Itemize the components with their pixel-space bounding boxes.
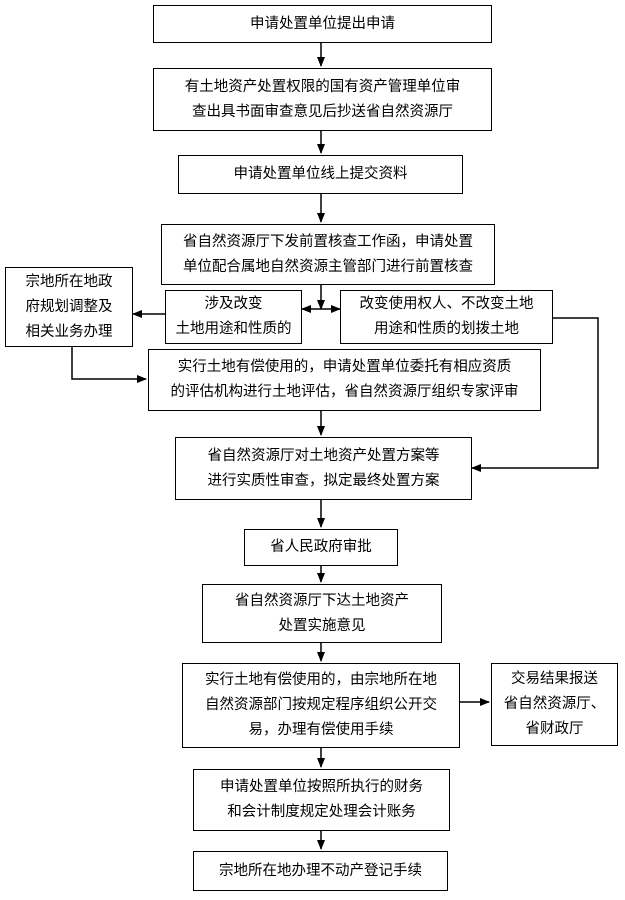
step-substantive-review-text: 省自然资源厅对土地资产处置方案等 进行实质性审查，拟定最终处置方案 bbox=[207, 447, 440, 489]
step-substantive-review: 省自然资源厅对土地资产处置方案等 进行实质性审查，拟定最终处置方案 bbox=[175, 437, 472, 500]
step-pre-verification: 省自然资源厅下发前置核查工作函，申请处置 单位配合属地自然资源主管部门进行前置核… bbox=[161, 224, 495, 285]
step-apply: 申请处置单位提出申请 bbox=[153, 5, 492, 43]
arrow-nochange-to-s6 bbox=[471, 317, 599, 472]
step-apply-text: 申请处置单位提出申请 bbox=[250, 15, 395, 32]
step-land-appraisal: 实行土地有偿使用的，申请处置单位委托有相应资质 的评估机构进行土地评估，省自然资… bbox=[148, 349, 541, 411]
step-accounting-text: 申请处置单位按照所执行的财务 和会计制度规定处理会计账务 bbox=[220, 779, 423, 820]
side-planning-adjustment: 宗地所在地政 府规划调整及 相关业务办理 bbox=[5, 267, 133, 347]
step-submit-online-text: 申请处置单位线上提交资料 bbox=[233, 166, 408, 182]
step-registration: 宗地所在地办理不动产登记手续 bbox=[193, 851, 448, 891]
side-planning-adjustment-text: 宗地所在地政 府规划调整及 相关业务办理 bbox=[25, 273, 113, 340]
branch-no-change-use-text: 改变使用权人、不改变土地 用途和性质的划拨土地 bbox=[359, 296, 534, 337]
branch-no-change-use: 改变使用权人、不改变土地 用途和性质的划拨土地 bbox=[340, 290, 553, 344]
step-public-transaction-text: 实行土地有偿使用的，由宗地所在地 自然资源部门按规定程序组织公开交 易，办理有偿… bbox=[205, 672, 437, 738]
step-accounting: 申请处置单位按照所执行的财务 和会计制度规定处理会计账务 bbox=[193, 769, 450, 831]
step-provincial-approval-text: 省人民政府审批 bbox=[270, 539, 372, 555]
step-registration-text: 宗地所在地办理不动产登记手续 bbox=[219, 862, 422, 879]
step-review-opinion: 有土地资产处置权限的国有资产管理单位审 查出具书面审查意见后抄送省自然资源厅 bbox=[153, 68, 492, 131]
step-pre-verification-text: 省自然资源厅下发前置核查工作函，申请处置 单位配合属地自然资源主管部门进行前置核… bbox=[183, 233, 473, 275]
branch-change-use-text: 涉及改变 土地用途和性质的 bbox=[175, 296, 292, 337]
arrow-left-side-to-s5 bbox=[71, 347, 147, 383]
step-provincial-approval: 省人民政府审批 bbox=[244, 529, 398, 566]
step-implementation-opinion: 省自然资源厅下达土地资产 处置实施意见 bbox=[202, 584, 442, 643]
side-report-results-text: 交易结果报送 省自然资源厅、 省财政厅 bbox=[503, 671, 606, 737]
step-public-transaction: 实行土地有偿使用的，由宗地所在地 自然资源部门按规定程序组织公开交 易，办理有偿… bbox=[182, 663, 460, 748]
step-review-opinion-text: 有土地资产处置权限的国有资产管理单位审 查出具书面审查意见后抄送省自然资源厅 bbox=[184, 78, 461, 120]
step-submit-online: 申请处置单位线上提交资料 bbox=[178, 155, 463, 194]
step-land-appraisal-text: 实行土地有偿使用的，申请处置单位委托有相应资质 的评估机构进行土地评估，省自然资… bbox=[170, 359, 519, 400]
step-implementation-opinion-text: 省自然资源厅下达土地资产 处置实施意见 bbox=[235, 592, 409, 634]
side-report-results: 交易结果报送 省自然资源厅、 省财政厅 bbox=[491, 663, 618, 746]
branch-change-use: 涉及改变 土地用途和性质的 bbox=[165, 290, 302, 344]
